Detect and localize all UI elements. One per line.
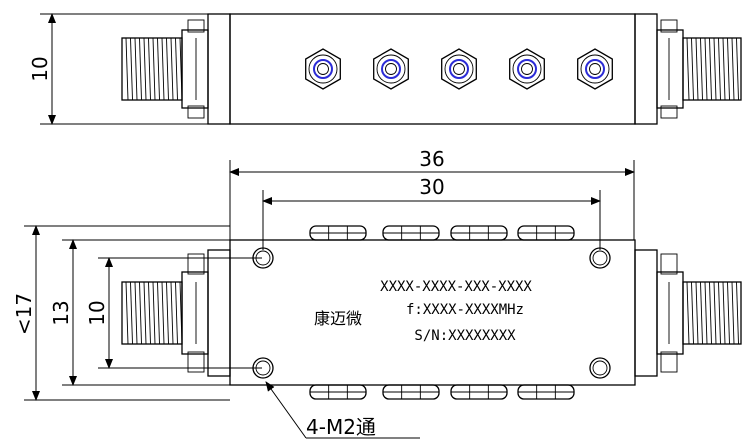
length-36-label: 36 [419,147,444,171]
part-number-label: XXXX-XXXX-XXX-XXXX [380,279,532,295]
tuning-screw [517,384,575,400]
top-height-dimension: 10 [28,13,210,125]
tuning-screws-bottom [309,384,575,400]
tuning-screw [450,384,508,400]
body-13-dimension: 13 [49,239,230,386]
tuning-port [441,48,477,90]
hole-spacing-30-dimension: 30 [262,175,601,250]
height-17-dimension: <17 [12,225,230,401]
hole-spacing-10-label: 10 [85,300,109,325]
mounting-hole-bottom-left [252,357,274,379]
connector-thread [125,281,183,345]
tuning-screw [382,384,440,400]
tuning-screw [309,225,367,241]
tuning-screw [450,225,508,241]
top-left-connector [121,13,231,125]
hole-callout-label: 4-M2通 [306,415,376,439]
mounting-hole-top-left [252,247,274,269]
connector-thread [686,37,739,101]
tuning-port [577,48,613,90]
body-13-label: 13 [49,300,73,325]
tuning-screw [517,225,575,241]
top-view: 10 [28,13,742,125]
front-left-connector [121,249,231,377]
brand-label: 康迈微 [314,309,362,328]
tuning-port [509,48,545,90]
hole-callout-leader: 4-M2通 [265,381,420,439]
tuning-port [373,48,409,90]
tuning-ports [305,48,613,90]
top-height-label: 10 [28,56,52,81]
connector-thread [686,281,739,345]
tuning-screws-top [309,225,575,241]
tuning-port [305,48,341,90]
tuning-screw [309,384,367,400]
hole-spacing-10-dimension: 10 [85,257,262,369]
height-17-label: <17 [12,293,36,335]
length-36-dimension: 36 [229,147,635,240]
top-body [229,13,636,125]
serial-number-label: S/N:XXXXXXXX [414,328,516,344]
connector-thread [125,37,183,101]
tuning-screw [382,225,440,241]
front-right-connector [634,249,742,377]
top-right-connector [634,13,742,125]
front-view: 36 30 <17 13 10 [12,147,742,439]
mounting-hole-bottom-right [589,357,611,379]
mounting-hole-top-right [589,247,611,269]
frequency-label: f:XXXX-XXXXMHz [406,302,524,318]
hole-spacing-30-label: 30 [419,175,444,199]
